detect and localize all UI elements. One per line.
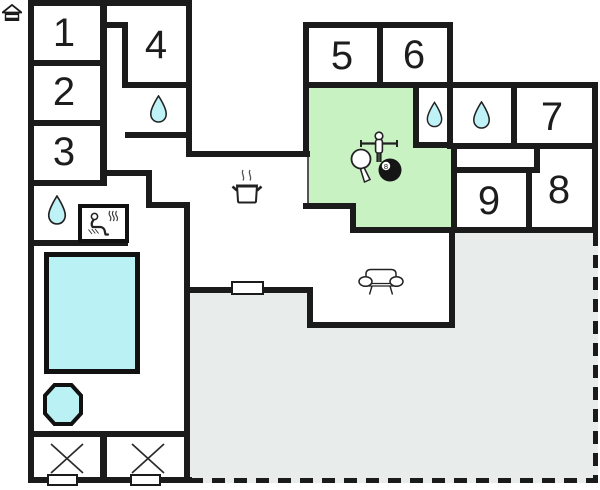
room-label-1: 1 xyxy=(52,11,76,55)
water-drop-icon xyxy=(426,101,443,128)
wall xyxy=(122,82,192,88)
wall xyxy=(413,142,453,148)
x-mark-icon xyxy=(50,443,84,474)
table-tennis-paddle-icon xyxy=(350,148,372,184)
window-marker xyxy=(231,281,264,295)
wall xyxy=(451,143,457,233)
wall xyxy=(186,0,192,157)
wall xyxy=(447,143,598,149)
room-label-3: 3 xyxy=(52,130,76,174)
wall xyxy=(28,60,103,66)
wall xyxy=(350,203,356,233)
wall xyxy=(28,477,192,483)
wall xyxy=(526,167,532,233)
house-icon xyxy=(2,4,22,21)
room-label-2: 2 xyxy=(52,70,76,114)
wall xyxy=(307,322,455,328)
wall xyxy=(184,202,190,483)
window-marker xyxy=(47,474,78,486)
wall xyxy=(377,22,383,88)
wall xyxy=(146,202,187,208)
wall xyxy=(303,203,356,209)
wall xyxy=(28,120,103,126)
wall xyxy=(447,227,598,233)
wall xyxy=(350,227,453,233)
sauna-icon xyxy=(88,210,119,236)
room-label-9: 9 xyxy=(477,179,501,223)
wall xyxy=(125,132,192,138)
wall xyxy=(451,167,540,173)
room-label-7: 7 xyxy=(540,95,564,139)
wall xyxy=(146,170,152,208)
wall xyxy=(511,88,517,149)
wall xyxy=(592,82,598,233)
wall xyxy=(447,82,598,88)
wall xyxy=(449,227,455,328)
wall xyxy=(28,180,103,186)
swimming-pool xyxy=(44,252,140,374)
game-room-icons: 8 xyxy=(350,131,402,184)
room-label-8: 8 xyxy=(547,168,571,212)
cooking-pot-icon xyxy=(231,169,263,204)
floor-edge-line xyxy=(307,157,309,203)
wall xyxy=(100,22,128,28)
wall xyxy=(100,0,107,186)
wall xyxy=(307,287,313,328)
wall xyxy=(534,143,540,173)
terrace-dashed-edge xyxy=(190,478,598,483)
billiard-8-ball-icon: 8 xyxy=(378,158,402,182)
water-drop-icon xyxy=(473,101,490,129)
wall xyxy=(413,82,419,148)
wall xyxy=(100,431,107,483)
room-label-6: 6 xyxy=(402,33,426,77)
x-mark-icon xyxy=(131,443,165,474)
sauna-cabin xyxy=(78,204,129,243)
wall xyxy=(303,22,309,157)
hot-tub-octagon-icon xyxy=(43,383,83,426)
wall xyxy=(28,431,190,437)
wall xyxy=(100,170,152,176)
wall xyxy=(122,22,128,88)
billiard-ball-number: 8 xyxy=(384,162,388,171)
room-label-4: 4 xyxy=(144,23,168,67)
water-drop-icon xyxy=(47,195,67,225)
window-marker xyxy=(130,474,161,486)
wall xyxy=(186,151,310,157)
room-label-5: 5 xyxy=(330,34,354,78)
wall xyxy=(28,0,192,6)
water-drop-icon xyxy=(150,95,167,123)
foosball-player-icon xyxy=(360,131,398,162)
terrace-dashed-edge xyxy=(593,233,598,483)
wall xyxy=(28,240,128,246)
sofa-icon xyxy=(358,268,404,295)
